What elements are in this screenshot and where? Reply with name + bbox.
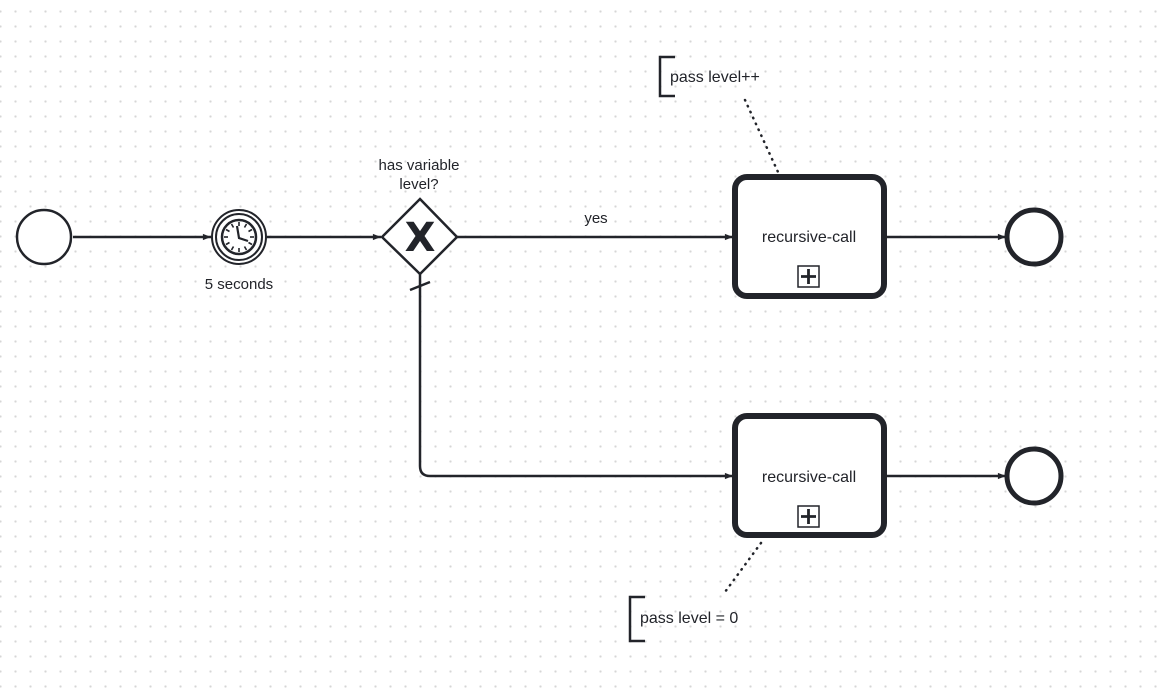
annotation-bracket [628,595,645,643]
association-top[interactable] [743,98,780,174]
timer-label: 5 seconds [205,276,273,293]
start-event[interactable] [15,208,73,266]
gateway-x-marker: X [405,215,436,261]
subprocess-task-top[interactable]: recursive-call [732,174,887,299]
end-event-bottom[interactable] [1004,446,1064,506]
default-flow-gateway-to-task-bottom[interactable] [409,273,733,480]
plus-icon[interactable] [797,265,820,288]
sequence-flow-gateway-to-task-top[interactable]: yes [457,210,733,241]
task-bottom-label: recursive-call [762,469,856,486]
task-top-label: recursive-call [762,229,856,246]
gateway-label-line2: level? [399,176,438,193]
annotation-bracket [658,55,675,98]
flow-label-yes: yes [584,210,607,227]
exclusive-gateway[interactable]: X has variable level? [379,157,460,276]
subprocess-task-bottom[interactable]: recursive-call [732,413,887,538]
end-event-top[interactable] [1004,207,1064,267]
annotation-bottom-text: pass level = 0 [640,610,738,627]
annotation-top-text: pass level++ [670,69,760,86]
text-annotation-top[interactable]: pass level++ [658,55,760,98]
default-flow-marker [409,280,431,292]
association-bottom[interactable] [723,541,763,594]
plus-icon[interactable] [797,505,820,528]
gateway-label-line1: has variable [379,157,460,174]
text-annotation-bottom[interactable]: pass level = 0 [628,595,738,643]
timer-intermediate-event[interactable]: 5 seconds [205,209,273,293]
clock-icon [220,218,258,256]
